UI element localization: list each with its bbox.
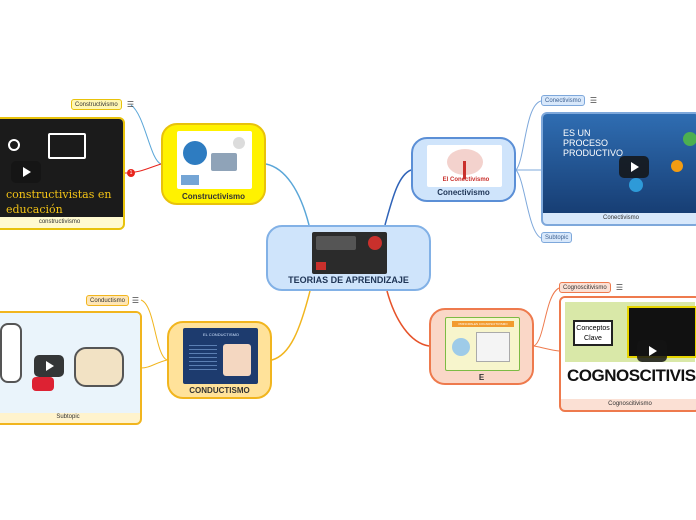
- video-constructivismo-caption: constructivismo: [38, 219, 81, 225]
- video-conductismo[interactable]: Subtopic: [0, 311, 142, 425]
- constructivismo-image: [177, 131, 252, 189]
- menu-icon[interactable]: ☰: [126, 100, 135, 109]
- cognoscitivismo-label: E: [478, 373, 485, 382]
- tag-cognoscitivismo[interactable]: Cognoscitivismo: [559, 282, 611, 293]
- menu-icon[interactable]: ☰: [615, 283, 624, 292]
- conectivismo-label: Conectivismo: [437, 188, 490, 197]
- video-conductismo-caption: Subtopic: [56, 414, 80, 420]
- central-image: [312, 232, 387, 274]
- menu-icon[interactable]: ☰: [589, 96, 598, 105]
- tag-conductismo[interactable]: Conductismo: [86, 295, 130, 306]
- play-icon[interactable]: [637, 340, 667, 362]
- central-topic[interactable]: TEORIAS DE APRENDIZAJE: [266, 225, 431, 291]
- conectivismo-image: El Conectivismo: [427, 145, 502, 187]
- central-label: TEORIAS DE APRENDIZAJE: [288, 275, 409, 285]
- conductismo-image: EL CONDUCTISMO: [183, 328, 258, 384]
- conectivismo-image-title: El Conectivismo: [442, 177, 490, 183]
- video-conectivismo[interactable]: ES UN PROCESO PRODUCTIVO Conectivismo: [541, 112, 696, 226]
- video-cognoscitivismo-caption: Cognoscitivismo: [608, 401, 652, 407]
- constructivismo-label: Constructivismo: [181, 192, 246, 201]
- video-conectivismo-text: ES UN PROCESO PRODUCTIVO: [563, 128, 624, 158]
- video-cognoscitivismo-title: COGNOSCITIVISM: [567, 366, 696, 385]
- cognoscitivismo-image: PRINCIPALES COGNOSCITIVISMO: [445, 317, 520, 371]
- conductismo-image-title: EL CONDUCTISMO: [202, 332, 240, 337]
- conductismo-label: CONDUCTISMO: [189, 386, 250, 395]
- topic-conductismo[interactable]: EL CONDUCTISMO CONDUCTISMO: [167, 321, 272, 399]
- subtopic-conectivismo[interactable]: Subtopic: [541, 232, 573, 243]
- topic-constructivismo[interactable]: Constructivismo: [161, 123, 266, 205]
- video-conectivismo-caption: Conectivismo: [602, 215, 639, 221]
- menu-icon[interactable]: ☰: [131, 296, 140, 305]
- play-icon[interactable]: [619, 156, 649, 178]
- video-cognoscitivismo-box: Conceptos Clave: [573, 320, 613, 346]
- tag-conectivismo[interactable]: Conectivismo: [541, 95, 586, 106]
- notification-badge[interactable]: 1: [127, 169, 135, 177]
- video-cognoscitivismo[interactable]: Conceptos Clave COGNOSCITIVISM Cognoscit…: [559, 296, 696, 412]
- play-icon[interactable]: [11, 161, 41, 183]
- cognoscitivismo-image-title: PRINCIPALES COGNOSCITIVISMO: [452, 321, 514, 327]
- video-constructivismo-text-2: educación: [6, 203, 63, 216]
- tag-constructivismo[interactable]: Constructivismo: [71, 99, 122, 110]
- video-constructivismo[interactable]: constructivistas en educación constructi…: [0, 117, 125, 230]
- play-icon[interactable]: [34, 355, 64, 377]
- video-constructivismo-text-1: constructivistas en: [6, 188, 112, 201]
- topic-cognoscitivismo[interactable]: PRINCIPALES COGNOSCITIVISMO E: [429, 308, 534, 385]
- topic-conectivismo[interactable]: El Conectivismo Conectivismo: [411, 137, 516, 202]
